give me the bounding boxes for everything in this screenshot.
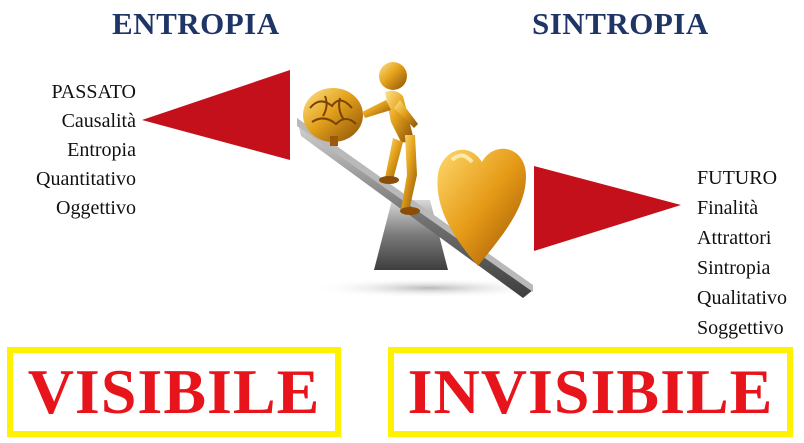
heart-icon [437, 149, 526, 266]
visibile-label: VISIBILE [28, 360, 321, 424]
invisibile-label: INVISIBILE [408, 360, 774, 424]
left-arrow [142, 70, 290, 160]
visibile-box: VISIBILE [7, 347, 341, 437]
right-arrow [534, 166, 681, 251]
invisibile-box: INVISIBILE [388, 347, 793, 437]
